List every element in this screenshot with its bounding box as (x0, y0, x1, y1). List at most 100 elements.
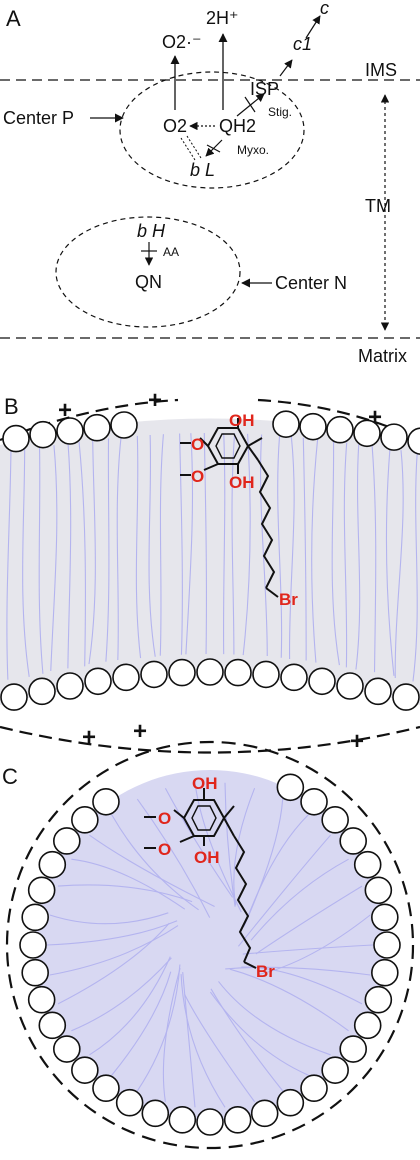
lipid-head (353, 419, 381, 448)
lipid-head (223, 1106, 252, 1134)
bl-o2-exchange-arrow (180, 135, 202, 161)
lipid-tails-bilayer (6, 433, 418, 682)
lipid-head (0, 683, 28, 711)
lipid-head (56, 672, 84, 700)
lipid-tail (355, 444, 361, 670)
lipid-tail (311, 439, 319, 663)
lipid-head (371, 958, 399, 987)
lipid-tail (250, 858, 349, 941)
lipid-head (29, 420, 57, 449)
lipid-head (141, 1099, 170, 1128)
lipid-head (392, 683, 420, 711)
lipid-head (21, 903, 49, 932)
plus-charge: + (148, 387, 162, 414)
lipid-tail (89, 956, 171, 1056)
lipid-head (112, 663, 140, 692)
lipid-head (224, 658, 252, 687)
panel-c-letter: C (2, 764, 18, 789)
lipid-tail (89, 834, 215, 907)
lipid-tail (242, 433, 251, 656)
lipid-tail (46, 920, 178, 946)
panel-b-letter: B (4, 394, 19, 419)
lipid-head (326, 415, 354, 444)
o2-label: O2 (163, 116, 187, 136)
lipid-heads-top (2, 410, 420, 455)
lipid-tail (288, 436, 295, 660)
ring-oxygen-label: O (158, 809, 171, 828)
alkyl-chain (257, 459, 276, 589)
hydroxyl-top-label: OH (192, 774, 218, 793)
panel-a: A O2·⁻ 2H⁺ c c1 ISP IMS Center P O2 QH2 … (0, 0, 420, 366)
lipid-head (299, 412, 327, 441)
lipid-head (84, 667, 112, 696)
lipid-head (196, 1108, 224, 1136)
lipid-head (364, 677, 392, 706)
ring-oxygen-label: O (158, 840, 171, 859)
lipid-tail (111, 814, 199, 911)
lipid-tail (244, 814, 309, 925)
lipid-tail (38, 447, 44, 674)
brominated-quinol-b: O O OH OH Br (180, 411, 298, 609)
plus-charge: + (58, 397, 72, 424)
lipid-tail (394, 450, 404, 679)
lipid-tail (78, 441, 87, 667)
bl-label: b L (190, 160, 215, 180)
lipid-tail (57, 922, 170, 1005)
lipid-head (21, 958, 49, 987)
lipid-head (53, 1035, 81, 1063)
hydroxyl-top-label: OH (229, 411, 255, 430)
lipid-tail (210, 988, 284, 1092)
lipid-head (371, 903, 399, 932)
lipid-head (300, 1074, 328, 1102)
lipid-head (339, 1035, 367, 1063)
tm-label: TM (365, 196, 391, 216)
center-n-ellipse (55, 216, 241, 328)
lipid-tail (277, 435, 283, 658)
lipid-head (110, 411, 138, 439)
lipid-tail (50, 445, 58, 672)
cyt-c1-label: c1 (293, 34, 312, 54)
lipid-head (321, 806, 349, 834)
lipid-heads-micelle (19, 773, 401, 1136)
lipid-head (272, 410, 300, 438)
stigmatellin-label: Stig. (268, 105, 292, 119)
cyt-c-label: c (320, 0, 329, 18)
lipid-tail (225, 966, 371, 976)
lipid-head (71, 806, 99, 834)
lipid-tail (237, 834, 331, 947)
lipid-head (38, 1011, 67, 1040)
panel-a-letter: A (6, 6, 21, 31)
superoxide-label: O2·⁻ (162, 32, 202, 52)
lipid-head (83, 413, 111, 442)
panel-b: B + + + + + + O O (0, 387, 420, 755)
hydroxyl-bottom-label: OH (194, 848, 220, 867)
lipid-head (339, 827, 367, 855)
lipid-tail (148, 434, 156, 657)
lipid-tail (116, 437, 122, 660)
lipid-tail (162, 968, 181, 1102)
lipid-head (115, 1088, 144, 1117)
lipid-head (250, 1099, 279, 1128)
lipid-tails-micelle (46, 782, 374, 1108)
lipid-head (140, 660, 168, 689)
lipid-tail (67, 443, 72, 669)
lipid-tail (57, 884, 193, 903)
hydroxyl-bottom-label: OH (229, 473, 255, 492)
lipid-tail (255, 885, 363, 955)
ims-label: IMS (365, 60, 397, 80)
lipid-tail (260, 434, 268, 657)
lipid-head (276, 773, 305, 802)
lipid-head (92, 1074, 120, 1102)
bromine-label: Br (256, 962, 275, 981)
lipid-tail (222, 433, 226, 655)
lipid-tail (412, 452, 418, 682)
lipid-head (252, 660, 280, 689)
lipid-tail (229, 968, 349, 1032)
lipid-tail (164, 787, 234, 898)
lipid-tail (182, 972, 196, 1108)
micelle-charge-ring (5, 740, 415, 1150)
lipid-head (19, 931, 47, 959)
panel-c: C O O OH OH Br (2, 740, 415, 1150)
lipid-head (28, 677, 56, 706)
lipid-tail (88, 440, 96, 665)
